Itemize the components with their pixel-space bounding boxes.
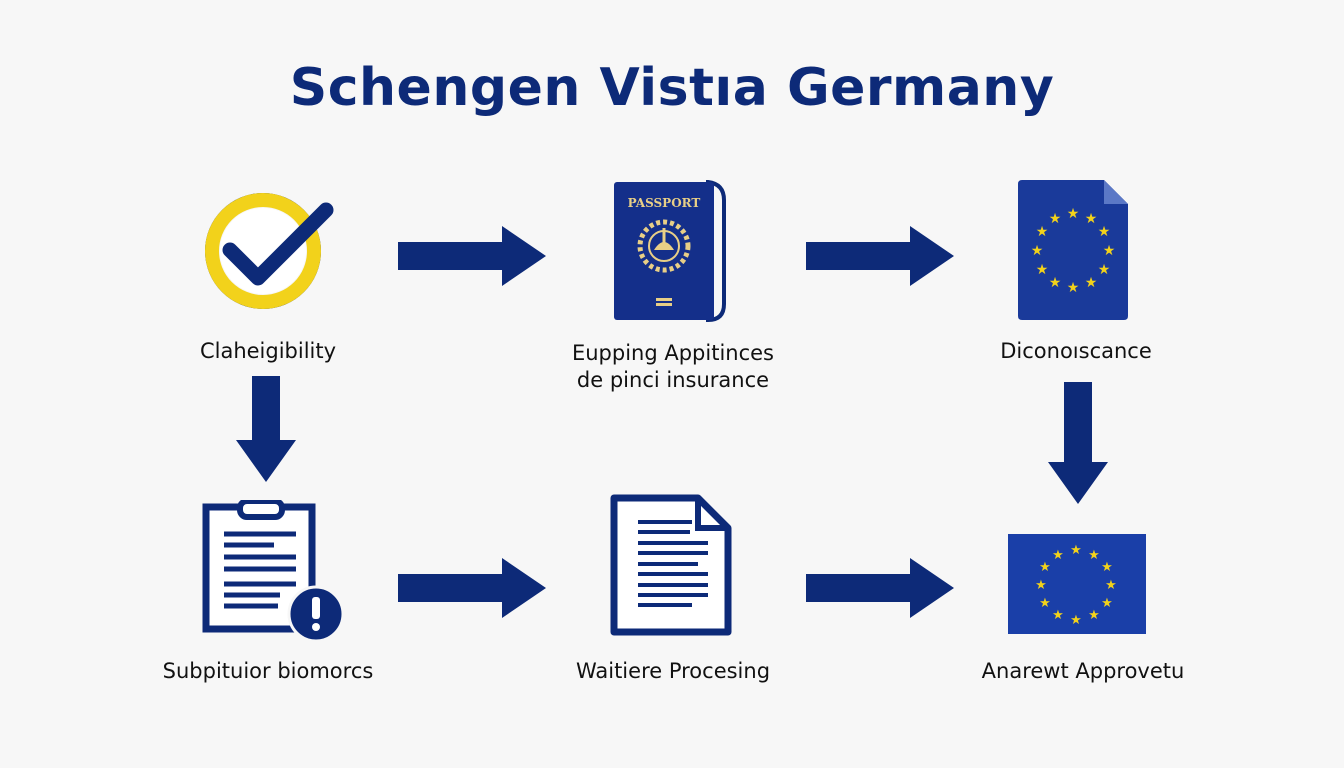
check-circle-icon	[200, 188, 336, 314]
step-label-documents-line2: de pinci insurance	[576, 368, 770, 392]
text-document-icon	[610, 494, 732, 636]
svg-text:★: ★	[1070, 543, 1082, 558]
eu-document-icon: ★★★ ★★★ ★★★ ★★★	[1018, 180, 1128, 320]
step-label-eligibility: Claheigibility	[199, 339, 337, 363]
svg-text:★: ★	[1105, 578, 1117, 593]
svg-text:★: ★	[1101, 560, 1113, 575]
svg-text:★: ★	[1035, 578, 1047, 593]
svg-text:★: ★	[1067, 280, 1080, 296]
svg-text:★: ★	[1031, 243, 1044, 259]
arrow-right-icon	[806, 558, 954, 618]
svg-text:★: ★	[1103, 243, 1116, 259]
svg-text:★: ★	[1088, 548, 1100, 563]
svg-text:★: ★	[1039, 596, 1051, 611]
step-label-documents-line1: Eupping Appitinces	[571, 341, 775, 365]
svg-text:★: ★	[1101, 596, 1113, 611]
svg-text:★: ★	[1088, 608, 1100, 623]
svg-text:★: ★	[1049, 211, 1062, 227]
step-label-submission: Subpituior biomorcs	[162, 659, 374, 683]
svg-text:★: ★	[1098, 262, 1111, 278]
svg-text:★: ★	[1098, 224, 1111, 240]
arrow-down-icon	[1048, 382, 1108, 504]
svg-text:★: ★	[1036, 224, 1049, 240]
step-label-processing: Waitiere Procesing	[575, 659, 771, 683]
arrow-right-icon	[398, 226, 546, 286]
svg-text:★: ★	[1039, 560, 1051, 575]
passport-cover-text: PASSPORT	[628, 196, 701, 210]
step-label-document: Diconoıscance	[1000, 339, 1152, 363]
svg-text:★: ★	[1085, 275, 1098, 291]
svg-text:★: ★	[1052, 608, 1064, 623]
step-label-documents: Eupping Appitinces de pinci insurance	[520, 340, 826, 394]
svg-text:★: ★	[1070, 613, 1082, 628]
svg-text:★: ★	[1085, 211, 1098, 227]
eu-flag-icon: ★★★ ★★★ ★★★ ★★★	[1008, 534, 1146, 634]
svg-text:★: ★	[1052, 548, 1064, 563]
step-label-approval: Anarewt Approvetu	[981, 659, 1185, 683]
arrow-down-icon	[236, 376, 296, 482]
passport-icon: PASSPORT	[612, 180, 726, 322]
svg-text:★: ★	[1067, 206, 1080, 222]
svg-text:★: ★	[1036, 262, 1049, 278]
svg-text:★: ★	[1049, 275, 1062, 291]
arrow-right-icon	[806, 226, 954, 286]
page-title: Schengen Vistıa Germany	[289, 58, 1055, 118]
clipboard-alert-icon	[202, 500, 346, 644]
arrow-right-icon	[398, 558, 546, 618]
